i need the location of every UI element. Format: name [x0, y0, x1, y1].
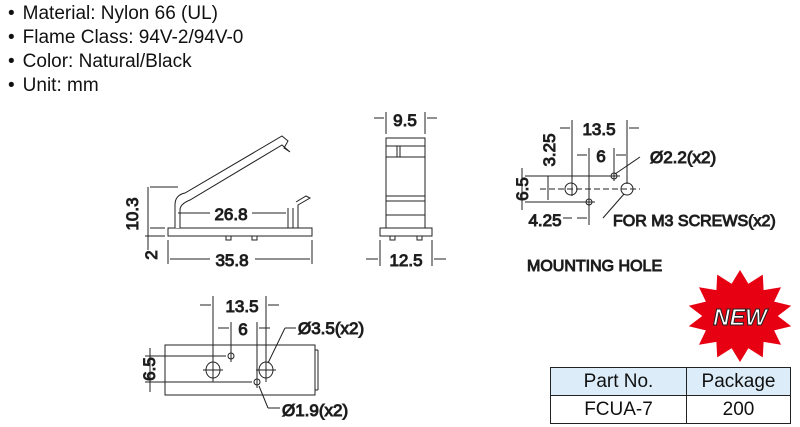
- bv-small-hole-label: Ø1.9(x2): [282, 401, 348, 420]
- dim-mh-offset: 6: [596, 147, 605, 166]
- front-view: [366, 112, 446, 266]
- mounting-hole-pattern: [521, 120, 641, 225]
- bv-large-hole-label: Ø3.5(x2): [298, 319, 364, 338]
- spec-flame-class: Flame Class: 94V-2/94V-0: [8, 26, 244, 50]
- dim-inner-length: 26.8: [214, 205, 247, 224]
- cell-package: 200: [686, 395, 791, 424]
- new-badge: NEW: [688, 270, 792, 362]
- spec-list: Material: Nylon 66 (UL) Flame Class: 94V…: [8, 2, 244, 98]
- dim-height: 10.3: [123, 197, 142, 230]
- dim-mh-pitch: 13.5: [582, 120, 615, 139]
- mh-title: MOUNTING HOLE: [527, 258, 662, 275]
- dim-length: 35.8: [215, 251, 248, 270]
- dim-bv-offset: 6: [238, 320, 247, 339]
- dim-mh-spacing: 6.5: [513, 177, 532, 201]
- dim-base: 2: [142, 250, 161, 259]
- header-part-no: Part No.: [550, 367, 687, 396]
- dim-top-width: 9.5: [393, 111, 417, 130]
- spec-color: Color: Natural/Black: [8, 50, 243, 74]
- svg-text:NEW: NEW: [713, 304, 769, 330]
- mh-small-hole-label: Ø2.2(x2): [650, 148, 716, 167]
- header-package: Package: [686, 367, 791, 396]
- dim-base-width: 12.5: [389, 251, 422, 270]
- dim-bv-spacing: 6.5: [140, 357, 159, 381]
- side-view: [145, 135, 313, 264]
- cell-part-no: FCUA-7: [550, 395, 687, 424]
- bottom-view: [145, 296, 319, 409]
- dim-bv-pitch: 13.5: [225, 297, 258, 316]
- mh-screw-note: FOR M3 SCREWS(x2): [613, 213, 776, 230]
- spec-unit: Unit: mm: [8, 74, 243, 98]
- dim-mh-height: 3.25: [540, 133, 559, 166]
- dim-mh-offset-x: 4.25: [528, 211, 561, 230]
- spec-material: Material: Nylon 66 (UL): [8, 2, 243, 26]
